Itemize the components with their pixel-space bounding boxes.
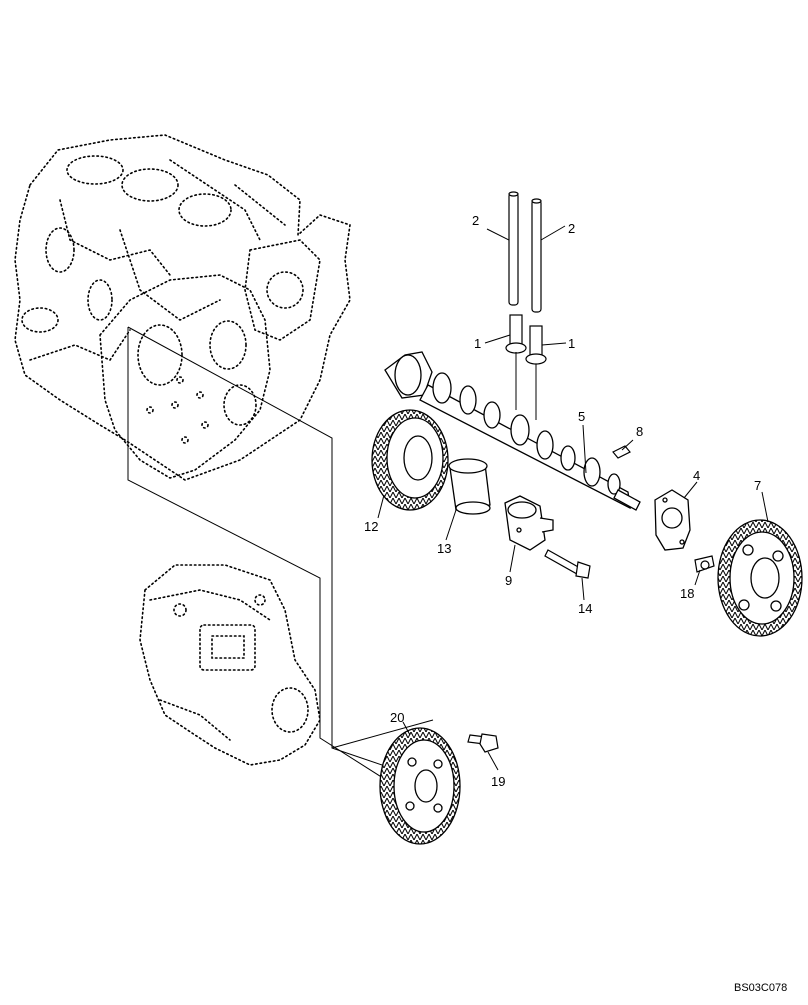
camshaft: [384, 351, 641, 511]
pump-gear: [379, 727, 461, 845]
callout-label: 13: [437, 541, 451, 556]
callout-label: 9: [505, 573, 512, 588]
leader-lines: [377, 225, 769, 771]
push-rod: [508, 191, 542, 313]
callout-label: 20: [390, 710, 404, 725]
callout-label: 7: [754, 478, 761, 493]
callout-label: 2: [472, 213, 479, 228]
tappet: [505, 314, 547, 365]
callout-label: 18: [680, 586, 694, 601]
cam-gear: [371, 409, 449, 511]
callout-labels: 2 2 1 1 5 8 4 7 12 13 9 14 18 20 19: [364, 213, 761, 789]
callout-label: 19: [491, 774, 505, 789]
callout-label: 8: [636, 424, 643, 439]
thrust-plate: [654, 489, 691, 551]
idler-shaft: [504, 495, 554, 551]
injection-pump-outline: [139, 564, 321, 766]
bolt: [544, 549, 591, 579]
callout-label: 1: [568, 336, 575, 351]
callout-label: 2: [568, 221, 575, 236]
callout-label: 5: [578, 409, 585, 424]
bolt-small: [694, 555, 715, 573]
idler-gear: [717, 519, 803, 637]
bracket-lines: [127, 326, 434, 779]
gear-housing-plate-outline: [99, 274, 271, 479]
callout-label: 14: [578, 601, 592, 616]
callout-label: 1: [474, 336, 481, 351]
alignment-lines: [515, 352, 537, 420]
reference-code: BS03C078: [734, 982, 787, 994]
nut: [467, 733, 499, 753]
key: [612, 445, 631, 459]
bushing: [448, 458, 491, 515]
callout-label: 4: [693, 468, 700, 483]
engine-block-outline: [14, 134, 351, 481]
callout-label: 12: [364, 519, 378, 534]
